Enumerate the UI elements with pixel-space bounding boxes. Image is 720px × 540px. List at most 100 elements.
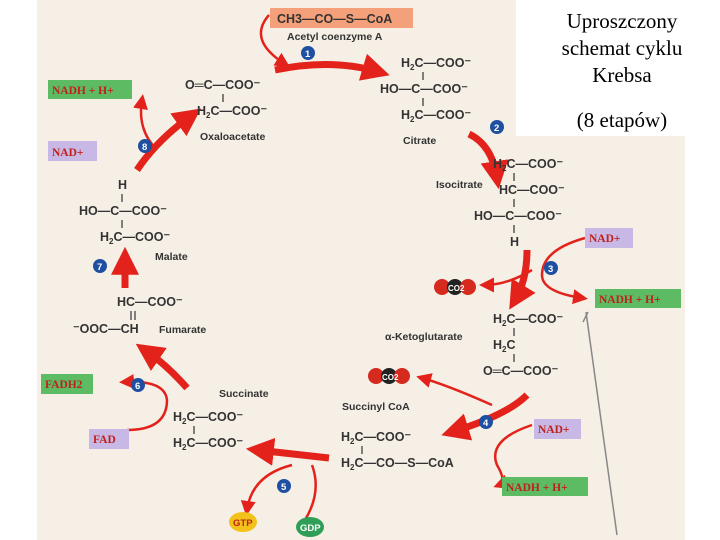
step-circle-8: 8 [138, 139, 152, 153]
nadh-box-step3-text: NADH + H+ [599, 294, 661, 306]
nadh-box-step8-text: NADH + H+ [52, 85, 114, 97]
step3-co2-arrow [479, 268, 533, 293]
step-circle-7: 7 [93, 259, 107, 273]
nad-box-step3-text: NAD+ [589, 233, 620, 245]
svg-text:3: 3 [548, 264, 553, 275]
krebs-cycle-diagram: CH3—CO—S—CoA Acetyl coenzyme A 1 2 3 4 5… [37, 0, 685, 540]
svg-text:2: 2 [494, 123, 499, 134]
step-circle-4: 4 [479, 415, 493, 429]
acetyl-coa-label: Acetyl coenzyme A [287, 31, 383, 43]
nad-box-step4-text: NAD+ [538, 424, 569, 436]
step-circle-3: 3 [544, 261, 558, 275]
svg-text:H2C—COO⁻: H2C—COO⁻ [341, 430, 411, 446]
svg-text:H2C—COO⁻: H2C—COO⁻ [493, 312, 563, 328]
nad-box-step3: NAD+ [585, 228, 633, 248]
co2-molecule-step4: CO2 [368, 368, 410, 384]
succinate-structure: H2C—COO⁻ H2C—COO⁻ [173, 410, 243, 452]
diagram-subtitle: (8 etapów) [576, 108, 668, 132]
oxaloacetate-structure: O═C—COO⁻ H2C—COO⁻ [185, 78, 267, 120]
svg-text:HC—COO⁻: HC—COO⁻ [117, 295, 183, 309]
step4-arrow [441, 392, 530, 441]
succinyl-coa-label: Succinyl CoA [342, 401, 410, 413]
acetyl-coa-box [270, 8, 413, 28]
svg-text:H2C—COO⁻: H2C—COO⁻ [173, 436, 243, 452]
nad-box-step8: NAD+ [48, 141, 97, 161]
nad-box-step4: NAD+ [534, 419, 581, 439]
step5-gdp-arrow [303, 464, 317, 521]
svg-text:HC—COO⁻: HC—COO⁻ [499, 183, 565, 197]
svg-text:H2C—COO⁻: H2C—COO⁻ [100, 230, 170, 246]
guide-line-right-2 [582, 311, 589, 323]
step-circle-6: 6 [131, 378, 145, 392]
svg-text:1: 1 [305, 49, 311, 60]
svg-text:7: 7 [97, 262, 102, 273]
svg-text:H2C—COO⁻: H2C—COO⁻ [401, 108, 471, 124]
step-circle-5: 5 [277, 479, 291, 493]
step8-nad-arrow [133, 94, 158, 151]
malate-label: Malate [155, 251, 188, 263]
svg-text:O═C—COO⁻: O═C—COO⁻ [483, 364, 559, 378]
isocitrate-structure: H2C—COO⁻ HC—COO⁻ HO—C—COO⁻ H [474, 157, 565, 249]
nadh-box-step3: NADH + H+ [595, 289, 681, 308]
succinate-label: Succinate [219, 388, 269, 400]
svg-text:H2C—COO⁻: H2C—COO⁻ [173, 410, 243, 426]
citrate-label: Citrate [403, 135, 436, 147]
svg-text:8: 8 [142, 142, 147, 153]
nadh-box-step4-text: NADH + H+ [506, 482, 568, 494]
fumarate-structure: HC—COO⁻ ⁻OOC—CH [73, 295, 183, 336]
svg-text:H: H [510, 235, 519, 249]
diagram-title: Uproszczony schemat cyklu Krebsa [561, 9, 683, 87]
guide-line-right [585, 311, 618, 536]
fad-box-text: FAD [93, 434, 116, 446]
step8-arrow [134, 108, 202, 172]
succinyl-coa-structure: H2C—COO⁻ H2C—CO—S—CoA [341, 430, 454, 472]
ketoglutarate-label: α-Ketoglutarate [385, 331, 463, 343]
oxaloacetate-label: Oxaloacetate [200, 131, 266, 143]
step5-gtp-arrow [240, 463, 293, 516]
gtp-molecule: GTP [229, 512, 257, 532]
svg-text:H2C—COO⁻: H2C—COO⁻ [401, 56, 471, 72]
step6-fad-arrow [119, 374, 169, 432]
svg-text:HO—C—COO⁻: HO—C—COO⁻ [474, 209, 562, 223]
svg-text:4: 4 [483, 418, 489, 429]
nadh-box-step4: NADH + H+ [502, 477, 588, 496]
svg-text:H: H [118, 178, 127, 192]
step6-arrow [135, 343, 190, 391]
acetyl-coa-formula: CH3—CO—S—CoA [277, 12, 392, 26]
svg-text:GTP: GTP [233, 518, 253, 529]
step3-arrow [509, 249, 536, 310]
svg-text:H2C—COO⁻: H2C—COO⁻ [493, 157, 563, 173]
step3-nad-arrow [540, 236, 588, 305]
step-circle-1: 1 [301, 46, 315, 60]
svg-text:GDP: GDP [300, 523, 321, 534]
acetyl-input-arrow [259, 14, 291, 68]
fadh2-box-text: FADH2 [45, 379, 83, 391]
svg-text:H2C—CO—S—CoA: H2C—CO—S—CoA [341, 456, 454, 472]
nadh-box-step8: NADH + H+ [48, 80, 132, 99]
ketoglutarate-structure: H2C—COO⁻ H2C O═C—COO⁻ [483, 312, 563, 378]
fumarate-label: Fumarate [159, 324, 206, 336]
svg-text:5: 5 [281, 482, 287, 493]
svg-text:CO2: CO2 [448, 284, 465, 293]
malate-structure: H HO—C—COO⁻ H2C—COO⁻ [79, 178, 170, 246]
fadh2-box: FADH2 [41, 374, 93, 394]
svg-text:O═C—COO⁻: O═C—COO⁻ [185, 78, 261, 92]
svg-text:CO2: CO2 [382, 373, 399, 382]
svg-text:⁻OOC—CH: ⁻OOC—CH [73, 322, 139, 336]
citrate-structure: H2C—COO⁻ HO—C—COO⁻ H2C—COO⁻ [380, 56, 471, 124]
svg-text:HO—C—COO⁻: HO—C—COO⁻ [79, 204, 167, 218]
svg-text:H2C: H2C [493, 338, 516, 354]
step-circle-2: 2 [490, 120, 504, 134]
fad-box: FAD [89, 429, 129, 449]
co2-molecule-step3: CO2 [434, 279, 476, 295]
svg-text:H2C—COO⁻: H2C—COO⁻ [197, 104, 267, 120]
svg-text:HO—C—COO⁻: HO—C—COO⁻ [380, 82, 468, 96]
step4-co2-arrow [416, 373, 493, 407]
svg-text:6: 6 [135, 381, 140, 392]
gdp-molecule: GDP [296, 517, 324, 537]
diagram-background-lower [516, 136, 685, 540]
isocitrate-label: Isocitrate [436, 179, 483, 191]
step2-arrow [467, 130, 509, 190]
step1-arrow [274, 53, 390, 81]
nad-box-step8-text: NAD+ [52, 147, 83, 159]
